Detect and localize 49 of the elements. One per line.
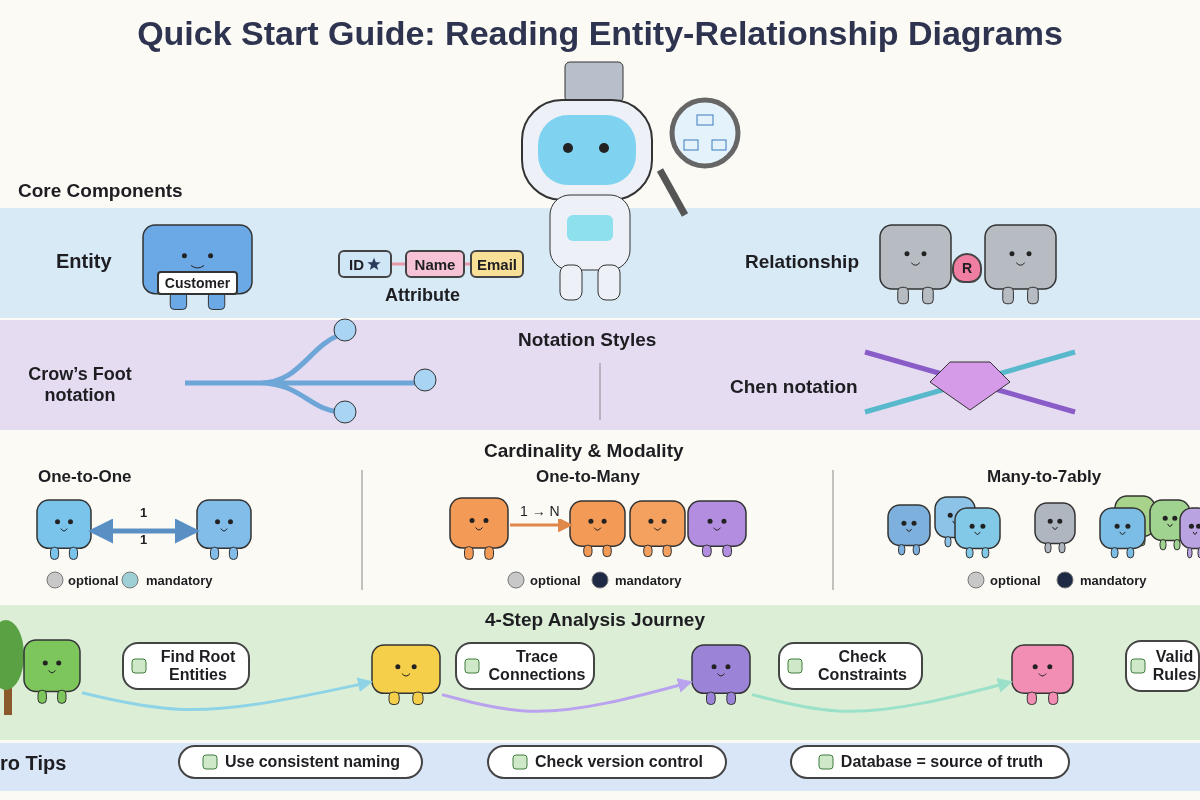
legend-text: optional [530,573,581,588]
legend-text: mandatory [615,573,682,588]
arrow [510,517,573,533]
tip-pill [487,745,727,779]
section-heading: Cardinality & Modality [484,440,684,462]
tip-pill [178,745,423,779]
section-heading: ro Tips [0,752,67,775]
cardinality-number: 1 [140,532,148,547]
section-heading: Core Components [18,180,183,202]
notation-label: Chen notation [730,376,858,398]
page-title: Quick Start Guide: Reading Entity-Relationship Diagrams [136,14,1064,53]
legend-text: mandatory [1080,573,1147,588]
speech-bubble [122,642,250,690]
node-text: Valid Rules [1152,648,1197,684]
cardinality-label: One-to-One [38,467,132,487]
legend-text: mandatory [146,573,213,588]
section-heading: 4-Step Analysis Journey [485,609,705,631]
cardinality-number: 1 [140,505,148,520]
node-text: Use consistent naming [224,753,401,771]
speech-bubble [455,642,595,690]
section-heading: Notation Styles [518,329,657,351]
node-text: Trace Connections [487,648,587,684]
node-text: Database = source of truth [840,753,1044,771]
cardinality-label: One-to-Many [536,467,640,487]
node-text: ID [349,255,364,273]
legend-text: optional [990,573,1041,588]
node-text: R [961,260,973,276]
speech-bubble [778,642,923,690]
node-text: Check version control [534,753,703,771]
node-text: Find Root Entities [159,648,237,684]
node-text: Email [477,255,517,273]
attribute-box [470,250,524,278]
name-tag: Customer [156,271,239,295]
node-text: Check Constraints [817,648,908,684]
arrow [441,678,693,713]
legend-text: optional [68,573,119,588]
arrow [751,677,1013,713]
arrow [88,518,200,544]
attribute-box [405,250,465,278]
speech-bubble [1125,640,1200,692]
component-label: Entity [56,250,112,273]
component-label: Relationship [745,251,859,273]
notation-label: Crow’s Foot notation [27,364,133,406]
attribute-box [338,250,392,278]
cardinality-label: Many-to-7ably [987,467,1102,487]
arrow [81,677,373,711]
node-text: Name [414,255,456,273]
component-label: Attribute [385,285,460,306]
tip-pill [790,745,1070,779]
